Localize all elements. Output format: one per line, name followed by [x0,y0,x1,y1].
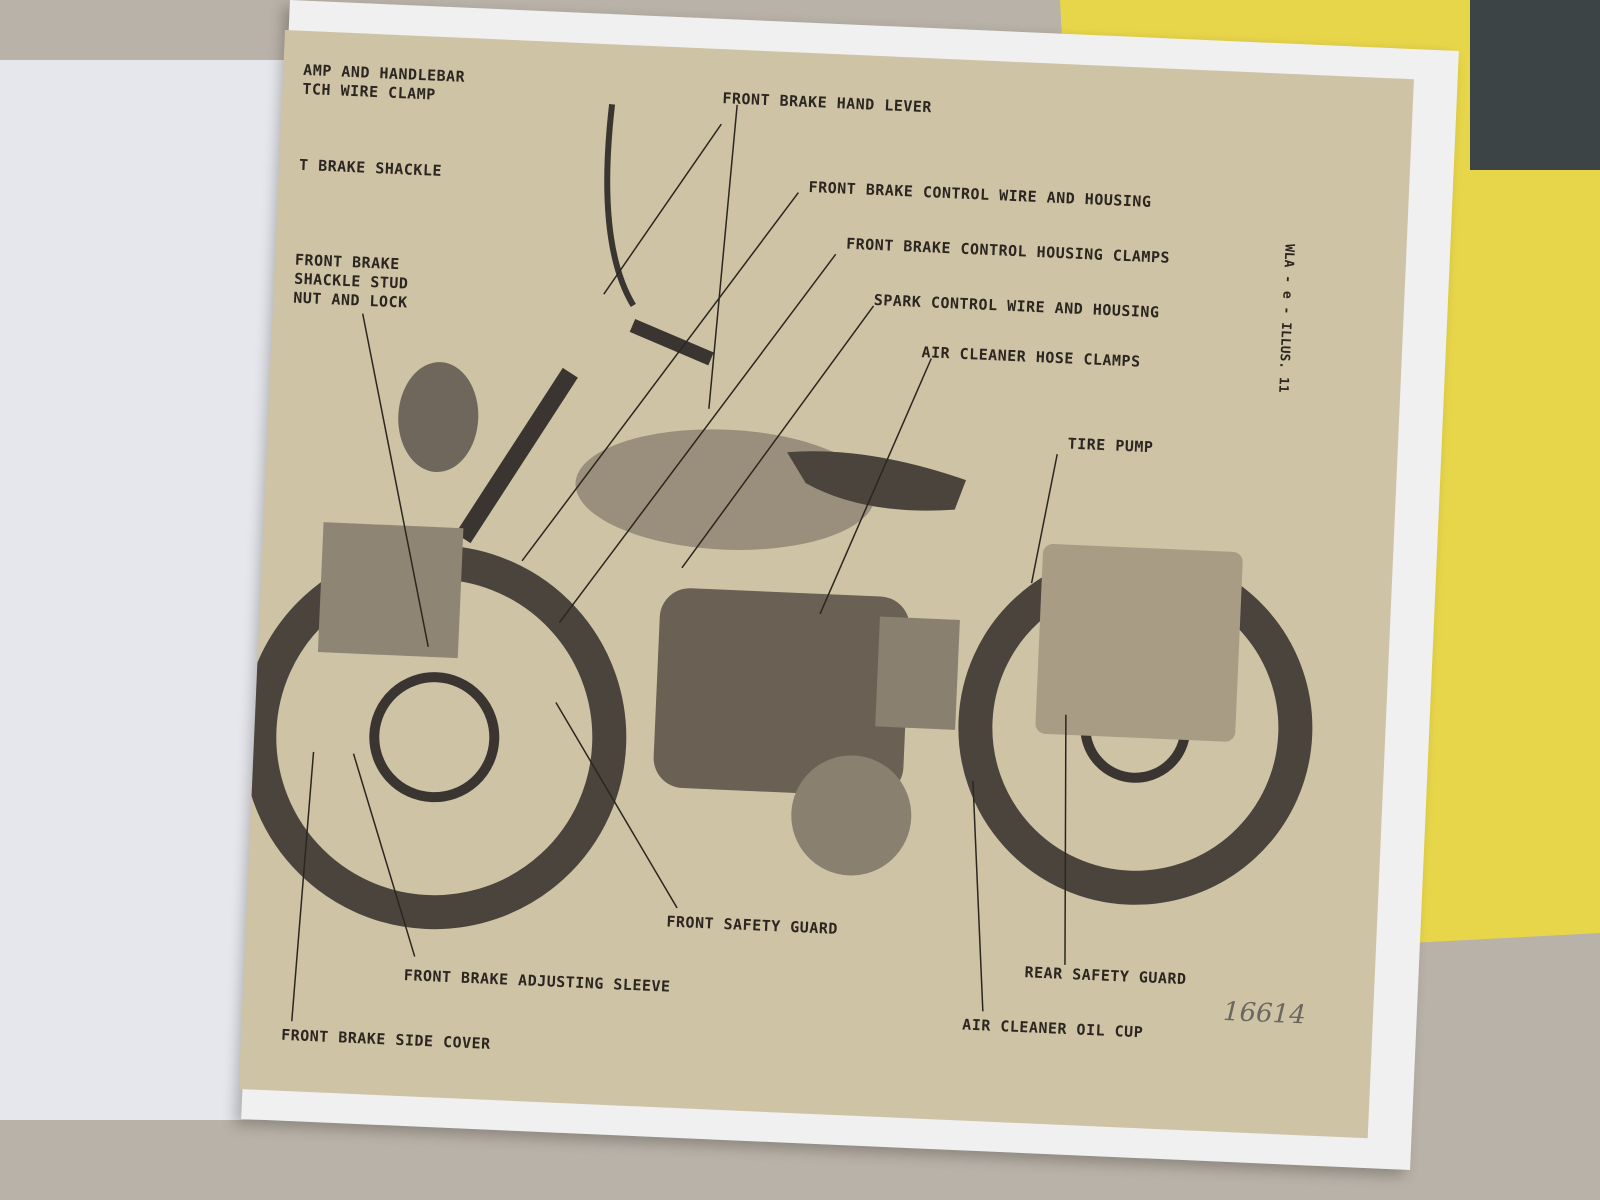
engine [653,588,910,797]
fork [455,367,578,544]
label-shackle-stud: FRONT BRAKE SHACKLE STUD NUT AND LOCK [292,250,409,312]
label-tire-pump: TIRE PUMP [1067,434,1154,457]
motorcycle-illustration: AMP AND HANDLEBAR TCH WIRE CLAMP T BRAKE… [238,30,1414,1139]
front-box [317,522,464,659]
saddlebag [1035,543,1243,742]
label-handlebar-clamp: AMP AND HANDLEBAR TCH WIRE CLAMP [302,60,466,104]
headlight [398,362,479,473]
handlebar [604,103,636,308]
seat [787,451,967,511]
motorcycle-drawing [242,103,1313,1022]
handwritten-number: 16614 [1222,996,1307,1031]
dark-object [1470,0,1600,170]
air-cleaner [875,616,960,730]
